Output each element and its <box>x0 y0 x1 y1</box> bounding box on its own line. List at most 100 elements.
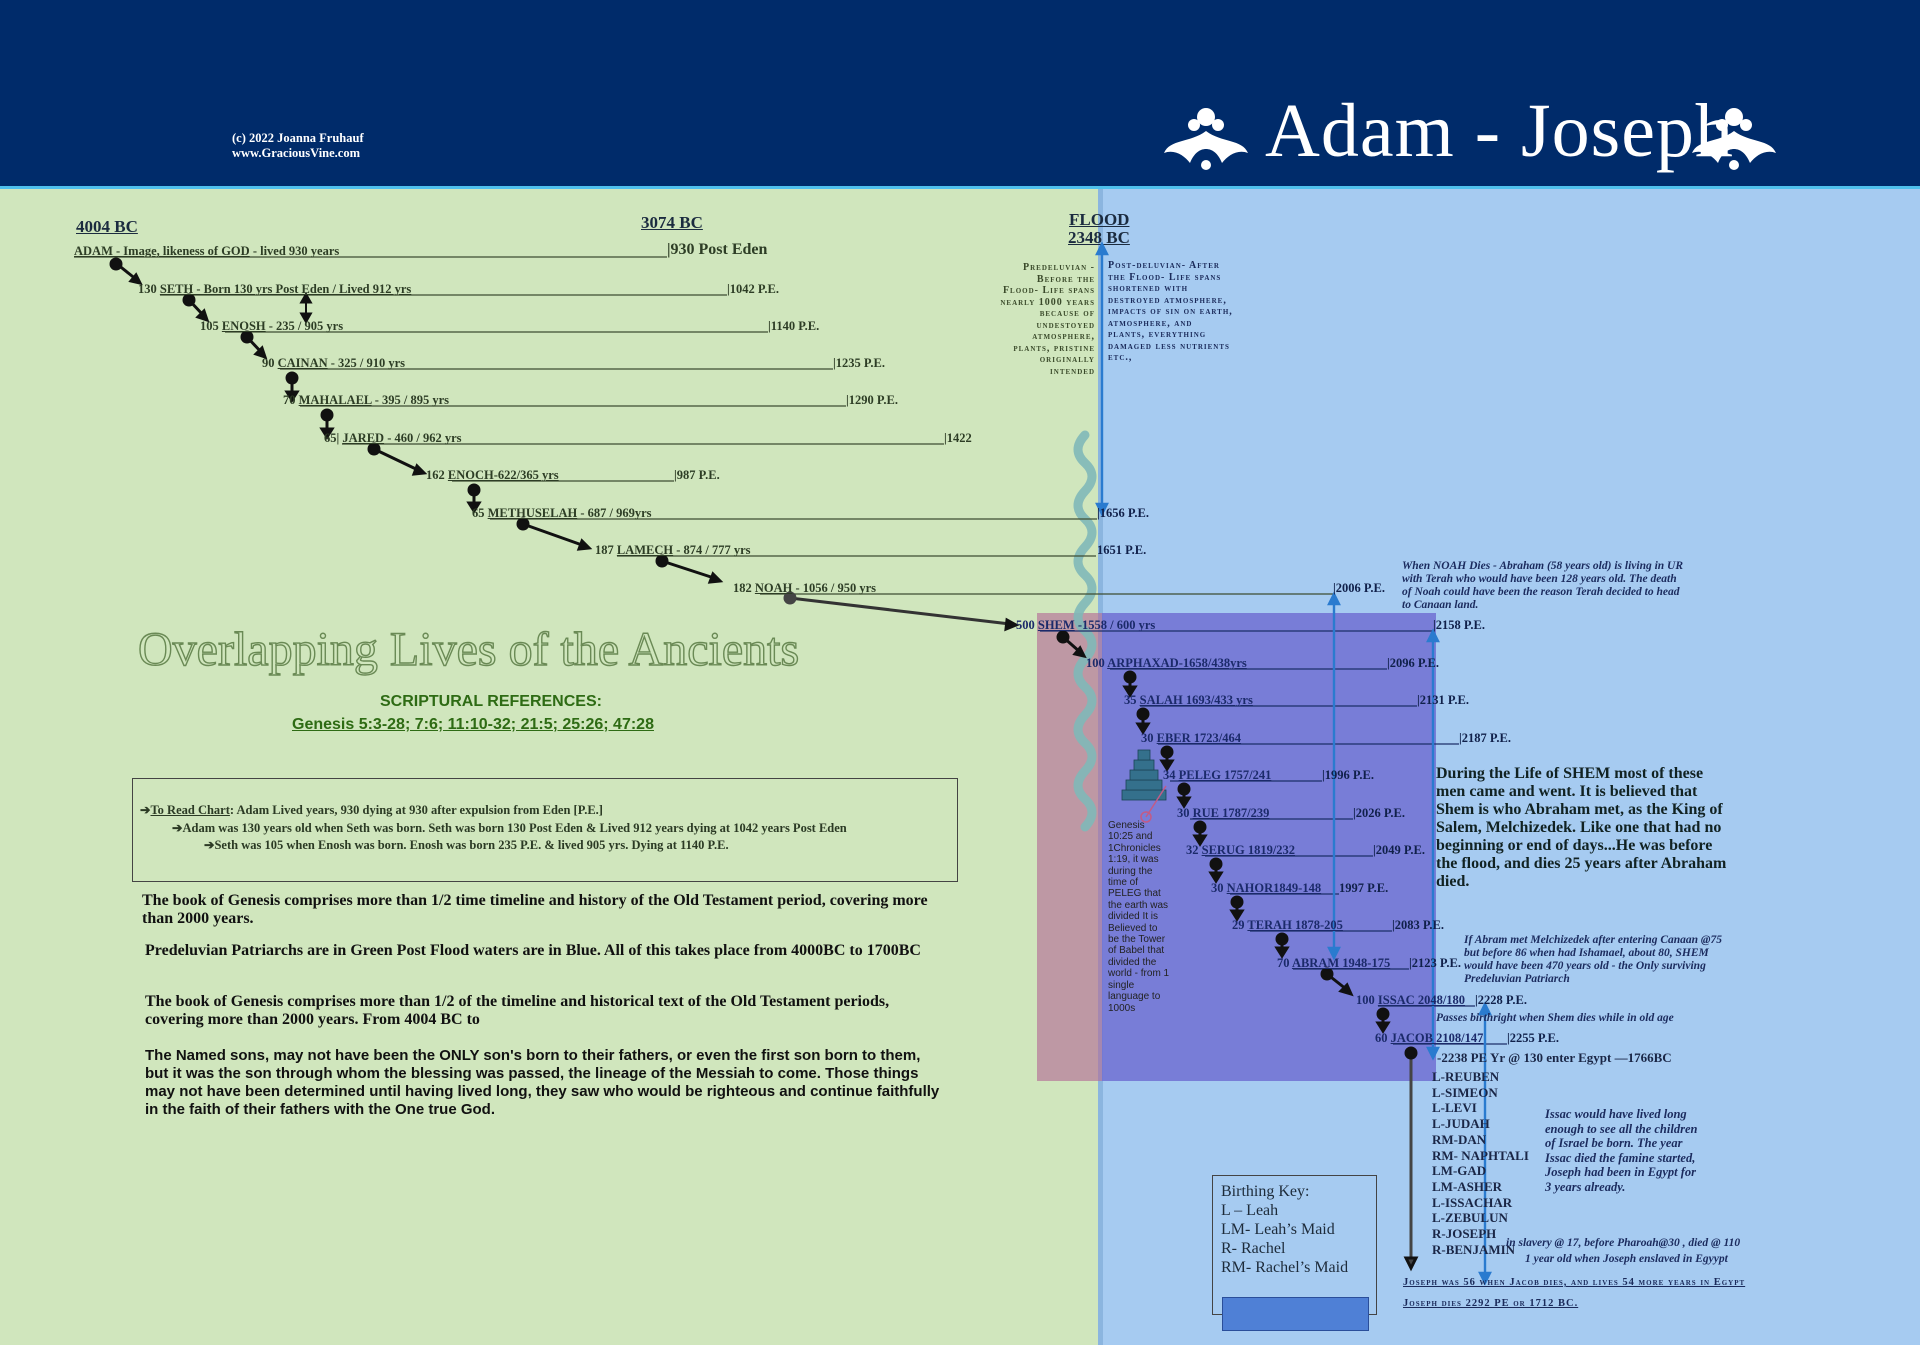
babel-note: Genesis 10:25 and 1Chronicles 1:19, it w… <box>1108 820 1170 1014</box>
predeluvian-note: Predeluvian - Before the Flood- Life spa… <box>1000 262 1095 377</box>
header-banner <box>0 0 1920 189</box>
patriarch-methuselah: 65 METHUSELAH - 687 / 969yrs <box>472 506 652 520</box>
end-nahor: 1997 P.E. <box>1339 881 1389 895</box>
son-levi: L-LEVI <box>1432 1100 1477 1116</box>
son-asher: LM-ASHER <box>1432 1178 1503 1194</box>
noah-death-note: When NOAH Dies - Abraham (58 years old) … <box>1402 560 1684 611</box>
end-jacob: |2255 P.E. <box>1507 1031 1559 1045</box>
flourish-left-icon <box>1164 108 1248 170</box>
son-dan: RM-DAN <box>1432 1131 1487 1147</box>
shem-life-note: During the Life of SHEM most of these me… <box>1436 765 1727 890</box>
patriarch-adam: ADAM - Image, likeness of GOD - lived 93… <box>74 244 340 258</box>
patriarch-jared: 65| JARED - 460 / 962 yrs <box>324 431 462 445</box>
patriarch-abram: 70 ABRAM 1948-175 <box>1277 956 1391 970</box>
son-benjamin: R-BENJAMIN <box>1432 1241 1516 1257</box>
birthing-key-leah: L – Leah <box>1221 1202 1279 1219</box>
end-salah: |2131 P.E. <box>1417 693 1469 707</box>
read-chart-line-1: ➔To Read Chart: Adam Lived years, 930 dy… <box>140 803 603 817</box>
end-eber: |2187 P.E. <box>1459 731 1511 745</box>
postdeluvian-note: Post-deluvian- After the Flood- Life spa… <box>1108 260 1233 363</box>
references-heading: SCRIPTURAL REFERENCES: <box>380 693 602 710</box>
birthing-key-leah-maid: LM- Leah’s Maid <box>1221 1221 1335 1238</box>
end-methuselah: |1656 P.E. <box>1097 506 1149 520</box>
end-jared: |1422 <box>944 431 972 445</box>
end-rue: |2026 P.E. <box>1353 806 1405 820</box>
patriarch-terah: 29 TERAH 1878-205 <box>1232 918 1343 932</box>
tower-of-babel-icon <box>1121 749 1167 801</box>
end-abram: |2123 P.E. <box>1409 956 1461 970</box>
patriarch-mahalael: 70 MAHALAEL - 395 / 895 yrs <box>283 393 449 407</box>
era-mid: 3074 BC <box>641 213 703 232</box>
joseph-note: in slavery @ 17, before Pharoah@30 , die… <box>1506 1237 1741 1249</box>
footer-note-2: Joseph dies 2292 PE or 1712 BC. <box>1403 1298 1579 1309</box>
era-flood: FLOOD <box>1069 210 1130 229</box>
end-shem: |2158 P.E. <box>1433 618 1485 632</box>
paragraph-named-sons: The Named sons, may not have been the ON… <box>145 1047 940 1118</box>
read-chart-line-3: ➔Seth was 105 when Enosh was born. Enosh… <box>204 838 729 852</box>
birthing-key-rachel: R- Rachel <box>1221 1240 1286 1257</box>
son-simeon: L-SIMEON <box>1432 1084 1498 1100</box>
paragraph-genesis-1: The book of Genesis comprises more than … <box>142 892 928 927</box>
patriarch-peleg: 34 PELEG 1757/241 <box>1163 768 1272 782</box>
paragraph-predeluvian: Predeluvian Patriarchs are in Green Post… <box>145 942 921 959</box>
copyright-text: (c) 2022 Joanna Fruhauf <box>232 131 364 145</box>
copyright: (c) 2022 Joanna Fruhauf www.GraciousVine… <box>232 131 364 161</box>
read-chart-line-2: ➔Adam was 130 years old when Seth was bo… <box>172 821 847 835</box>
son-judah: L-JUDAH <box>1432 1116 1490 1132</box>
patriarch-cainan: 90 CAINAN - 325 / 910 yrs <box>262 356 406 370</box>
main-title: Overlapping Lives of the Ancients <box>137 622 800 676</box>
patriarch-eber: 30 EBER 1723/464 <box>1141 731 1242 745</box>
son-zebulun: L-ZEBULUN <box>1432 1210 1508 1226</box>
end-issac: |2228 P.E. <box>1475 993 1527 1007</box>
patriarch-enosh: 105 ENOSH - 235 / 905 yrs <box>200 319 344 333</box>
birthing-key: Birthing Key: L – Leah LM- Leah’s Maid R… <box>1212 1175 1377 1315</box>
predeluvian-panel <box>0 189 1098 1345</box>
abram-melchizedek-note: If Abram met Melchizedek after entering … <box>1464 934 1722 985</box>
footer-note-1: Joseph was 56 when Jacob dies, and lives… <box>1403 1277 1746 1288</box>
son-issachar: L-ISSACHAR <box>1432 1194 1513 1210</box>
patriarch-enoch: 162 ENOCH-622/365 yrs <box>426 468 559 482</box>
scripture-references: Genesis 5:3-28; 7:6; 11:10-32; 21:5; 25:… <box>292 716 654 733</box>
issac-lived-note: Issac would have lived long enough to se… <box>1545 1107 1698 1194</box>
patriarch-salah: 35 SALAH 1693/433 yrs <box>1124 693 1253 707</box>
era-start: 4004 BC <box>76 217 138 236</box>
son-naphtali: RM- NAPHTALI <box>1432 1147 1529 1163</box>
end-cainan: |1235 P.E. <box>833 356 885 370</box>
birthing-key-rachel-maid: RM- Rachel’s Maid <box>1221 1259 1349 1276</box>
end-serug: |2049 P.E. <box>1373 843 1425 857</box>
patriarch-noah: 182 NOAH - 1056 / 950 yrs <box>733 581 877 595</box>
end-adam: |930 Post Eden <box>667 241 768 258</box>
end-lamech: 1651 P.E. <box>1097 543 1147 557</box>
end-terah: |2083 P.E. <box>1392 918 1444 932</box>
end-enosh: |1140 P.E. <box>768 319 820 333</box>
son-reuben: L-REUBEN <box>1432 1069 1500 1084</box>
benjamin-note: 1 year old when Joseph enslaved in Egyyp… <box>1525 1253 1728 1265</box>
patriarch-lamech: 187 LAMECH - 874 / 777 yrs <box>595 543 751 557</box>
paragraph-genesis-2: The book of Genesis comprises more than … <box>145 993 890 1028</box>
page-title: Adam - Joseph <box>1265 89 1734 173</box>
patriarch-shem: 500 SHEM -1558 / 600 yrs <box>1016 618 1156 632</box>
website-text: www.GraciousVine.com <box>232 146 360 160</box>
sons-of-jacob-list: L-REUBEN L-SIMEON L-LEVI L-JUDAH RM-DAN … <box>1432 1069 1529 1257</box>
end-noah: |2006 P.E. <box>1333 581 1385 595</box>
end-mahalael: |1290 P.E. <box>846 393 898 407</box>
birthing-key-swatch <box>1222 1297 1369 1331</box>
end-seth: |1042 P.E. <box>727 282 779 296</box>
egypt-entry: -2238 PE Yr @ 130 enter Egypt —1766BC <box>1437 1050 1672 1065</box>
era-flood-year: 2348 BC <box>1068 228 1130 247</box>
patriarch-rue: 30 RUE 1787/239 <box>1177 806 1270 820</box>
read-chart-box <box>132 778 958 882</box>
shem-overlap-region <box>1102 613 1436 1081</box>
end-enoch: |987 P.E. <box>674 468 720 482</box>
patriarch-jacob: 60 JACOB 2108/147 <box>1375 1031 1484 1045</box>
patriarch-serug: 32 SERUG 1819/232 <box>1186 843 1296 857</box>
end-peleg: |1996 P.E. <box>1322 768 1374 782</box>
flourish-right-icon <box>1692 108 1776 170</box>
birthing-key-title: Birthing Key: <box>1221 1183 1310 1200</box>
end-arphaxad: |2096 P.E. <box>1387 656 1439 670</box>
son-gad: LM-GAD <box>1432 1163 1487 1179</box>
patriarch-arphaxad: 100 ARPHAXAD-1658/438yrs <box>1086 656 1247 670</box>
issac-birthright-note: Passes birthright when Shem dies while i… <box>1436 1012 1674 1024</box>
patriarch-seth: 130 SETH - Born 130 yrs Post Eden / Live… <box>138 282 412 296</box>
